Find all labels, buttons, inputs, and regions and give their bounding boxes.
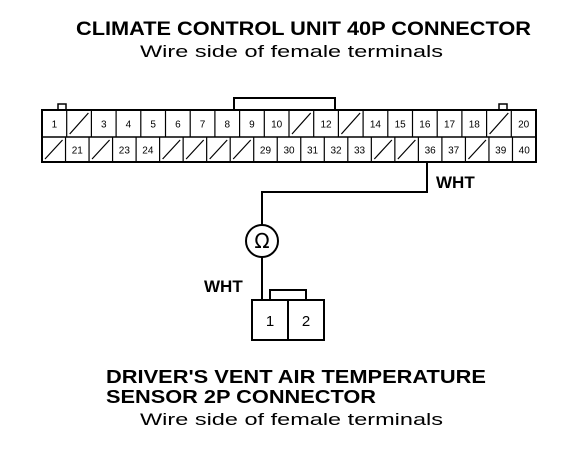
unused-pin-slash <box>340 112 361 135</box>
pin-37: 37 <box>448 146 460 157</box>
pin-33: 33 <box>354 146 366 157</box>
pin-36: 36 <box>425 146 437 157</box>
wire-pin36-to-meter <box>261 162 428 226</box>
unused-pin-slash <box>397 139 416 160</box>
sensor-connector-lock-tab <box>269 289 307 300</box>
pin-24: 24 <box>142 146 154 157</box>
connector-lock-tab <box>233 97 336 110</box>
unused-pin-slash <box>185 139 205 160</box>
sensor-subtitle: Wire side of female terminals <box>140 410 443 429</box>
pin-7: 7 <box>200 120 206 131</box>
pin-32: 32 <box>330 146 342 157</box>
pin-18: 18 <box>469 120 481 131</box>
pin-14: 14 <box>370 120 382 131</box>
wire-meter-to-sensor <box>261 257 270 301</box>
pin-3: 3 <box>101 120 107 131</box>
ohm-icon: Ω <box>254 229 269 253</box>
pin-31: 31 <box>307 146 319 157</box>
wire-color-lower: WHT <box>204 277 243 296</box>
pin-21: 21 <box>72 146 84 157</box>
pin-17: 17 <box>444 120 456 131</box>
connector-title: CLIMATE CONTROL UNIT 40P CONNECTOR <box>76 19 531 40</box>
unused-pin-slash <box>373 139 393 160</box>
pin-29: 29 <box>260 146 272 157</box>
unused-pin-slash <box>69 112 89 135</box>
unused-pin-slash <box>91 139 111 160</box>
wire-color-upper: WHT <box>436 173 475 192</box>
pin-39: 39 <box>495 146 507 157</box>
unused-pin-slash <box>232 139 252 160</box>
pin-16: 16 <box>419 120 431 131</box>
pin-10: 10 <box>271 120 283 131</box>
pin-23: 23 <box>119 146 131 157</box>
pin-20: 20 <box>518 120 530 131</box>
pin-40: 40 <box>519 146 531 157</box>
unused-pin-slash <box>467 139 487 160</box>
connector-notch-left <box>57 103 67 110</box>
sensor-title-line1: DRIVER'S VENT AIR TEMPERATURE <box>106 367 486 387</box>
connector-subtitle: Wire side of female terminals <box>140 42 443 61</box>
sensor-title-line2: SENSOR 2P CONNECTOR <box>106 387 376 407</box>
unused-pin-slash <box>44 139 63 160</box>
sensor-connector: 1 2 <box>251 289 325 341</box>
pin-5: 5 <box>150 120 156 131</box>
pin-9: 9 <box>249 120 255 131</box>
pin-15: 15 <box>395 120 407 131</box>
sensor-pin-2: 2 <box>302 313 310 330</box>
connector-notch-right <box>498 103 508 110</box>
unused-pin-slash <box>209 139 228 160</box>
climate-control-unit-connector: 1 3 4 5 6 7 8 9 10 12 14 15 16 17 18 20 21 23 24 29 30 31 32 3… <box>41 97 537 163</box>
pin-6: 6 <box>175 120 181 131</box>
pin-30: 30 <box>283 146 295 157</box>
unused-pin-slash <box>489 112 509 135</box>
pin-8: 8 <box>224 120 230 131</box>
pin-12: 12 <box>320 120 332 131</box>
sensor-pin-1: 1 <box>266 313 274 330</box>
pin-4: 4 <box>126 120 132 131</box>
unused-pin-slash <box>162 139 181 160</box>
unused-pin-slash <box>291 112 312 135</box>
pin-1: 1 <box>52 120 58 131</box>
